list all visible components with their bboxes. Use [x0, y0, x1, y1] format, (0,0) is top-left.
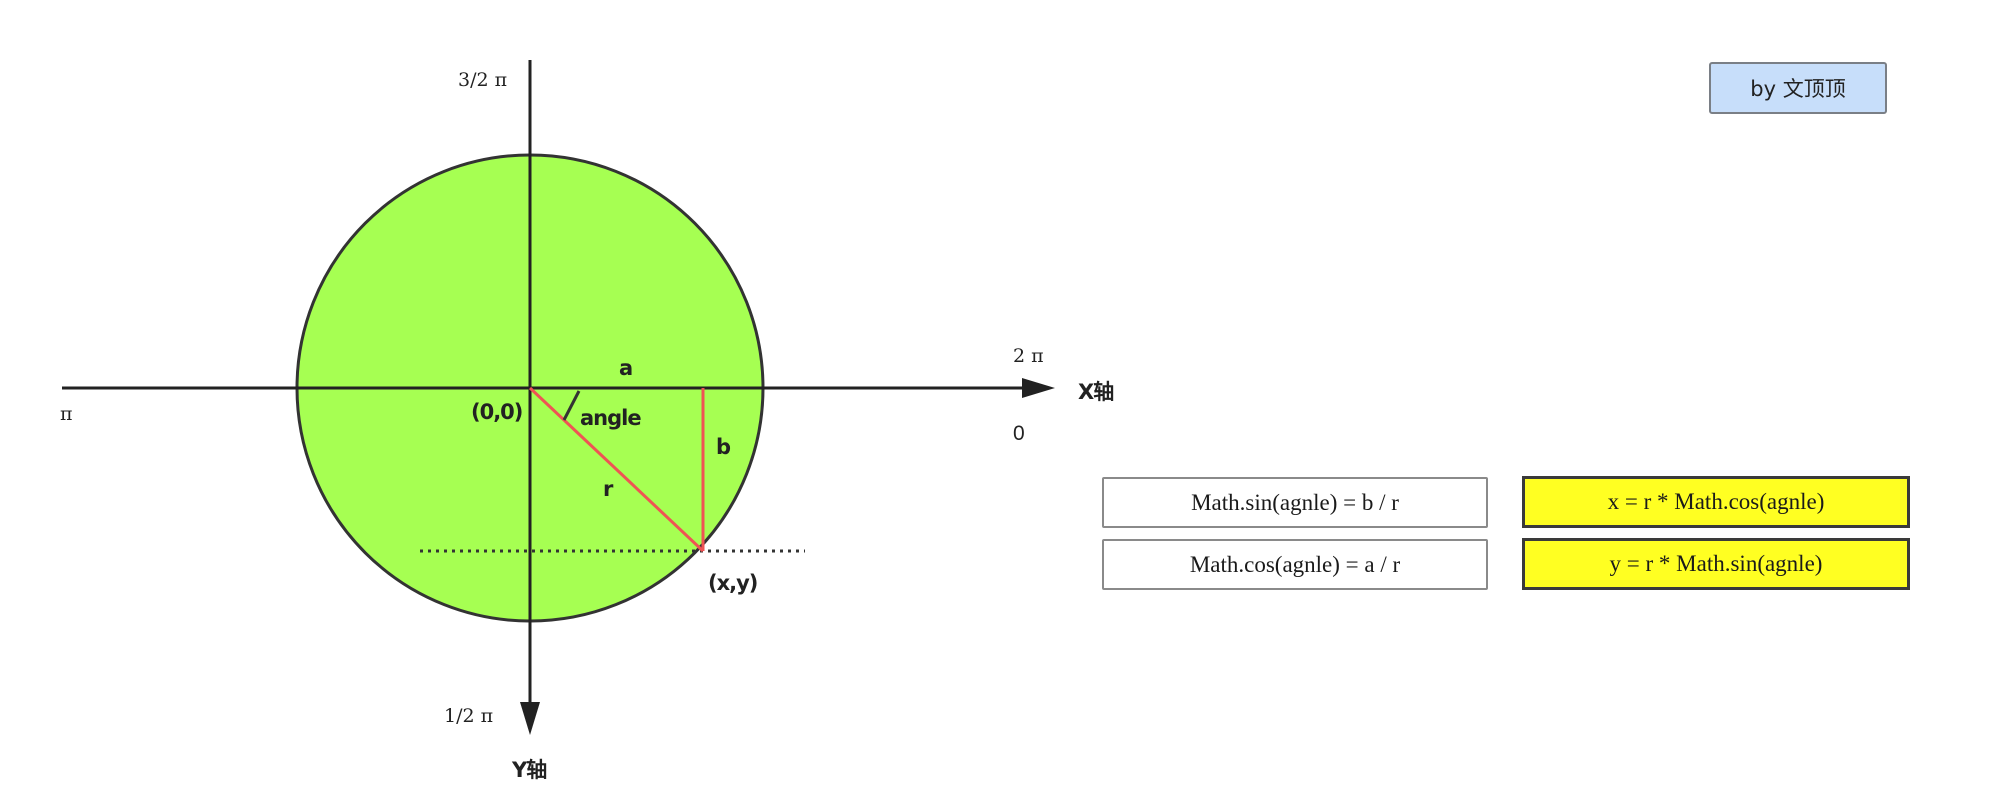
sin-ratio-text: Math.sin(agnle) = b / r — [1191, 489, 1399, 515]
angle-left-label: π — [60, 403, 73, 425]
angle-label: angle — [580, 406, 641, 430]
angle-right-top-label: 2 π — [1013, 345, 1044, 367]
angle-bottom-label: 1/2 π — [444, 705, 493, 727]
angle-marker — [562, 390, 581, 421]
angle-top-label: 3/2 π — [458, 69, 507, 91]
radius-line — [528, 386, 705, 553]
cos-ratio-box: Math.cos(agnle) = a / r — [1102, 539, 1488, 590]
radius-label: r — [603, 477, 614, 501]
point-label: (x,y) — [708, 571, 757, 595]
x-formula-box: x = r * Math.cos(agnle) — [1522, 476, 1910, 528]
credit-text: by 文顶顶 — [1750, 77, 1846, 101]
sin-ratio-box: Math.sin(agnle) = b / r — [1102, 477, 1488, 528]
origin-label: (0,0) — [471, 400, 522, 424]
y-axis-arrowhead — [520, 702, 540, 735]
side-a-label: a — [619, 356, 632, 380]
x-axis-label: X轴 — [1078, 380, 1113, 404]
y-formula-text: y = r * Math.sin(agnle) — [1609, 551, 1823, 576]
credit-badge: by 文顶顶 — [1709, 62, 1887, 114]
angle-right-bottom-label: 0 — [1013, 422, 1025, 445]
x-formula-text: x = r * Math.cos(agnle) — [1607, 489, 1825, 514]
cos-ratio-text: Math.cos(agnle) = a / r — [1189, 551, 1401, 577]
y-formula-box: y = r * Math.sin(agnle) — [1522, 538, 1910, 590]
x-axis-arrowhead — [1022, 378, 1055, 398]
y-axis-label: Y轴 — [511, 758, 546, 782]
side-b-label: b — [716, 435, 731, 459]
